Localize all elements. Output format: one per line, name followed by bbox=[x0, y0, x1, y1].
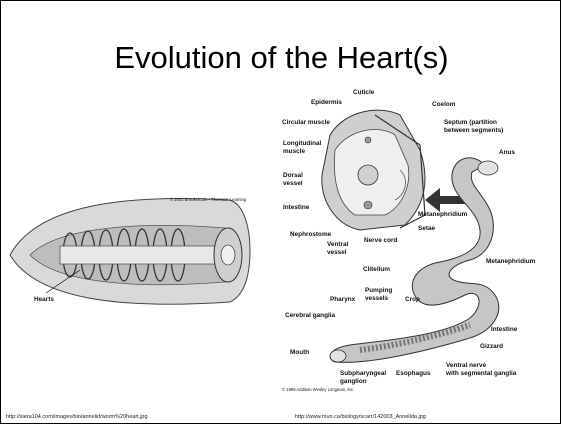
left-worm-illustration bbox=[10, 199, 250, 305]
label-pumping-vessels-line2: vessels bbox=[365, 295, 388, 302]
label-nerve-cord: Nerve cord bbox=[364, 237, 397, 244]
label-circular-muscle: Circular muscle bbox=[282, 119, 330, 126]
label-clitellum: Clitellum bbox=[363, 266, 390, 273]
label-intestine-worm: Intestine bbox=[491, 326, 517, 333]
label-longitudinal-muscle-line2: muscle bbox=[283, 148, 305, 155]
label-cerebral-ganglia: Cerebral ganglia bbox=[285, 312, 335, 319]
label-longitudinal-muscle-line1: Longitudinal bbox=[283, 140, 321, 147]
label-dorsal-vessel-line2: vessel bbox=[283, 180, 303, 187]
label-coelom: Coelom bbox=[432, 101, 455, 108]
right-figure-copyright: © 1999 Addison Wesley Longman, Inc. bbox=[282, 386, 354, 393]
label-metanephridium-worm: Metanephridium bbox=[486, 258, 535, 265]
left-source-url: http://siera104.com/images/bio/annelid/w… bbox=[6, 414, 148, 420]
label-ventral-vessel-line2: vessel bbox=[327, 249, 347, 256]
label-epidermis: Epidermis bbox=[311, 99, 342, 106]
label-setae: Setae bbox=[418, 225, 435, 232]
label-hearts: Hearts bbox=[34, 296, 54, 303]
label-esophagus: Esophagus bbox=[396, 370, 430, 377]
label-cuticle: Cuticle bbox=[353, 89, 374, 96]
label-nephrostome: Nephrostome bbox=[290, 231, 331, 238]
label-crop: Crop bbox=[405, 296, 420, 303]
label-anus: Anus bbox=[499, 149, 515, 156]
label-ventral-nerve-line2: with segmental ganglia bbox=[446, 370, 516, 377]
right-source-url: http://www.mun.ca/biology/scarr/142003_A… bbox=[295, 414, 426, 420]
label-septum-line1: Septum (partition bbox=[444, 119, 497, 126]
label-pumping-vessels-line1: Pumping bbox=[365, 287, 392, 294]
label-septum-line2: between segments) bbox=[444, 127, 503, 134]
label-subpharyngeal-line2: ganglion bbox=[340, 378, 367, 385]
label-gizzard: Gizzard bbox=[480, 343, 503, 350]
label-dorsal-vessel-line1: Dorsal bbox=[283, 172, 303, 179]
left-figure-copyright: © 2001 Brooks/Cole - Thomson Learning bbox=[170, 196, 246, 203]
label-mouth: Mouth bbox=[290, 349, 309, 356]
label-intestine-section: Intestine bbox=[283, 204, 309, 211]
label-ventral-vessel-line1: Ventral bbox=[327, 241, 348, 248]
label-ventral-nerve-line1: Ventral nerve bbox=[446, 362, 486, 369]
label-metanephridium-section: Metanephridium bbox=[418, 211, 467, 218]
label-subpharyngeal-line1: Subpharyngeal bbox=[340, 370, 386, 377]
label-pharynx: Pharynx bbox=[330, 296, 355, 303]
